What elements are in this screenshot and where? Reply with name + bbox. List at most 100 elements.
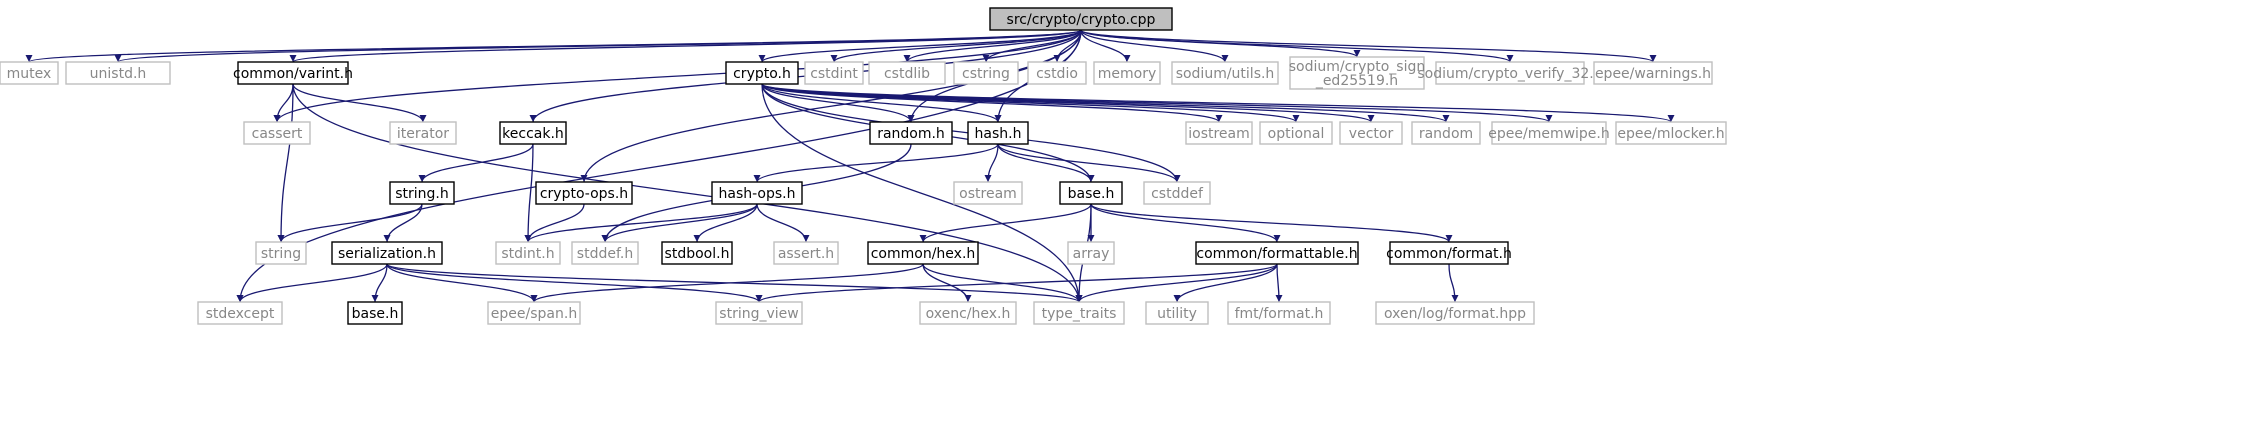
- edge-base-to-formath: [1090, 203, 1453, 243]
- node-box: [331, 241, 443, 265]
- node-box: [1067, 241, 1115, 265]
- node-span: epee/span.h: [487, 301, 581, 325]
- node-hexh[interactable]: common/hex.h: [867, 241, 979, 265]
- node-box: [1027, 61, 1087, 85]
- node-base2[interactable]: base.h: [347, 301, 403, 325]
- edge-formattable-to-fmt-format: [1275, 263, 1283, 303]
- edge-root-to-cstdlib: [903, 29, 1082, 63]
- node-box: [868, 61, 946, 85]
- node-memory: memory: [1093, 61, 1161, 85]
- node-label: common/format.h: [1386, 246, 1512, 262]
- node-label: stdexcept: [206, 306, 275, 322]
- edge-formath-to-oxen-log: [1448, 263, 1459, 303]
- node-box: [1411, 121, 1481, 145]
- node-stdbool[interactable]: stdbool.h: [661, 241, 733, 265]
- node-box: [1593, 61, 1713, 85]
- node-box: [1375, 301, 1535, 325]
- node-base[interactable]: base.h: [1059, 181, 1123, 205]
- node-stdint: stdint.h: [495, 241, 561, 265]
- node-varint[interactable]: common/varint.h: [233, 61, 353, 85]
- node-cstring: cstring: [953, 61, 1019, 85]
- node-label: sodium/crypto_sign: [1289, 59, 1426, 75]
- node-label: serialization.h: [338, 246, 436, 262]
- edge-stringh-to-string: [277, 203, 423, 243]
- node-box: [1389, 241, 1509, 265]
- node-stringh[interactable]: string.h: [389, 181, 455, 205]
- node-cstdint: cstdint: [804, 61, 864, 85]
- edge-base-to-hexh: [919, 203, 1092, 243]
- node-label: common/formattable.h: [1196, 246, 1357, 262]
- node-label: common/varint.h: [233, 66, 353, 82]
- node-cstdio: cstdio: [1027, 61, 1087, 85]
- edge-cryptoh-to-mlocker: [761, 83, 1675, 123]
- node-label: keccak.h: [502, 126, 564, 142]
- node-box: [1339, 121, 1403, 145]
- node-assert: assert.h: [773, 241, 839, 265]
- edge-root-to-epee-warnings: [1080, 29, 1657, 63]
- node-keccak[interactable]: keccak.h: [499, 121, 567, 145]
- node-box: [487, 301, 581, 325]
- edge-varint-to-string: [277, 83, 294, 243]
- node-label: _ed25519.h: [1315, 73, 1398, 89]
- node-box: [1033, 301, 1125, 325]
- node-formattable[interactable]: common/formattable.h: [1195, 241, 1359, 265]
- edge-hashops-to-stdint: [524, 203, 758, 243]
- node-oxen-log: oxen/log/format.hpp: [1375, 301, 1535, 325]
- node-box: [1195, 241, 1359, 265]
- node-label: string_view: [719, 306, 798, 322]
- edge-varint-to-cassert: [273, 83, 294, 123]
- node-serialization[interactable]: serialization.h: [331, 241, 443, 265]
- node-mlocker: epee/mlocker.h: [1615, 121, 1727, 145]
- node-box: [1615, 121, 1727, 145]
- node-label: utility: [1157, 306, 1197, 322]
- edge-serialization-to-base2: [371, 263, 388, 303]
- node-cstdlib: cstdlib: [868, 61, 946, 85]
- node-box: [989, 7, 1173, 31]
- node-box: [0, 61, 59, 85]
- node-ostream: ostream: [953, 181, 1023, 205]
- node-label: array: [1073, 246, 1110, 262]
- node-label: string: [261, 246, 301, 262]
- node-label: iterator: [397, 126, 449, 142]
- node-hash[interactable]: hash.h: [967, 121, 1029, 145]
- node-formath[interactable]: common/format.h: [1386, 241, 1512, 265]
- node-label: cassert: [252, 126, 303, 142]
- node-box: [953, 181, 1023, 205]
- node-fmt-format: fmt/format.h: [1227, 301, 1331, 325]
- node-root[interactable]: src/crypto/crypto.cpp: [989, 7, 1173, 31]
- node-cryptoops[interactable]: crypto-ops.h: [535, 181, 633, 205]
- node-box: [237, 61, 349, 85]
- node-random[interactable]: random.h: [869, 121, 953, 145]
- edge-varint-to-type-traits: [292, 83, 1083, 303]
- node-box: [243, 121, 311, 145]
- edge-root-to-sodium-utils: [1080, 29, 1229, 63]
- node-box: [1227, 301, 1331, 325]
- node-label: oxen/log/format.hpp: [1384, 306, 1526, 322]
- node-string-view: string_view: [715, 301, 803, 325]
- node-label: fmt/format.h: [1235, 306, 1324, 322]
- edge-cryptoh-to-hash: [761, 83, 1002, 123]
- node-type-traits: type_traits: [1033, 301, 1125, 325]
- node-oxenc-hex: oxenc/hex.h: [919, 301, 1017, 325]
- node-label: vector: [1349, 126, 1394, 142]
- node-label: crypto.h: [733, 66, 791, 82]
- node-box: [571, 241, 639, 265]
- dependency-edges: [25, 29, 1675, 303]
- edge-root-to-varint: [289, 29, 1082, 63]
- edge-base-to-formattable: [1090, 203, 1281, 243]
- node-box: [347, 301, 403, 325]
- node-cryptoh[interactable]: crypto.h: [725, 61, 799, 85]
- edge-serialization-to-span: [386, 263, 538, 303]
- node-hashops[interactable]: hash-ops.h: [711, 181, 803, 205]
- node-box: [499, 121, 567, 145]
- node-box: [535, 181, 633, 205]
- node-box: [389, 181, 455, 205]
- node-box: [197, 301, 283, 325]
- node-label: common/hex.h: [871, 246, 976, 262]
- node-optional: optional: [1259, 121, 1333, 145]
- node-label: hash.h: [975, 126, 1022, 142]
- node-memwipe: epee/memwipe.h: [1488, 121, 1610, 145]
- node-box: [661, 241, 733, 265]
- node-box: [869, 121, 953, 145]
- node-box: [953, 61, 1019, 85]
